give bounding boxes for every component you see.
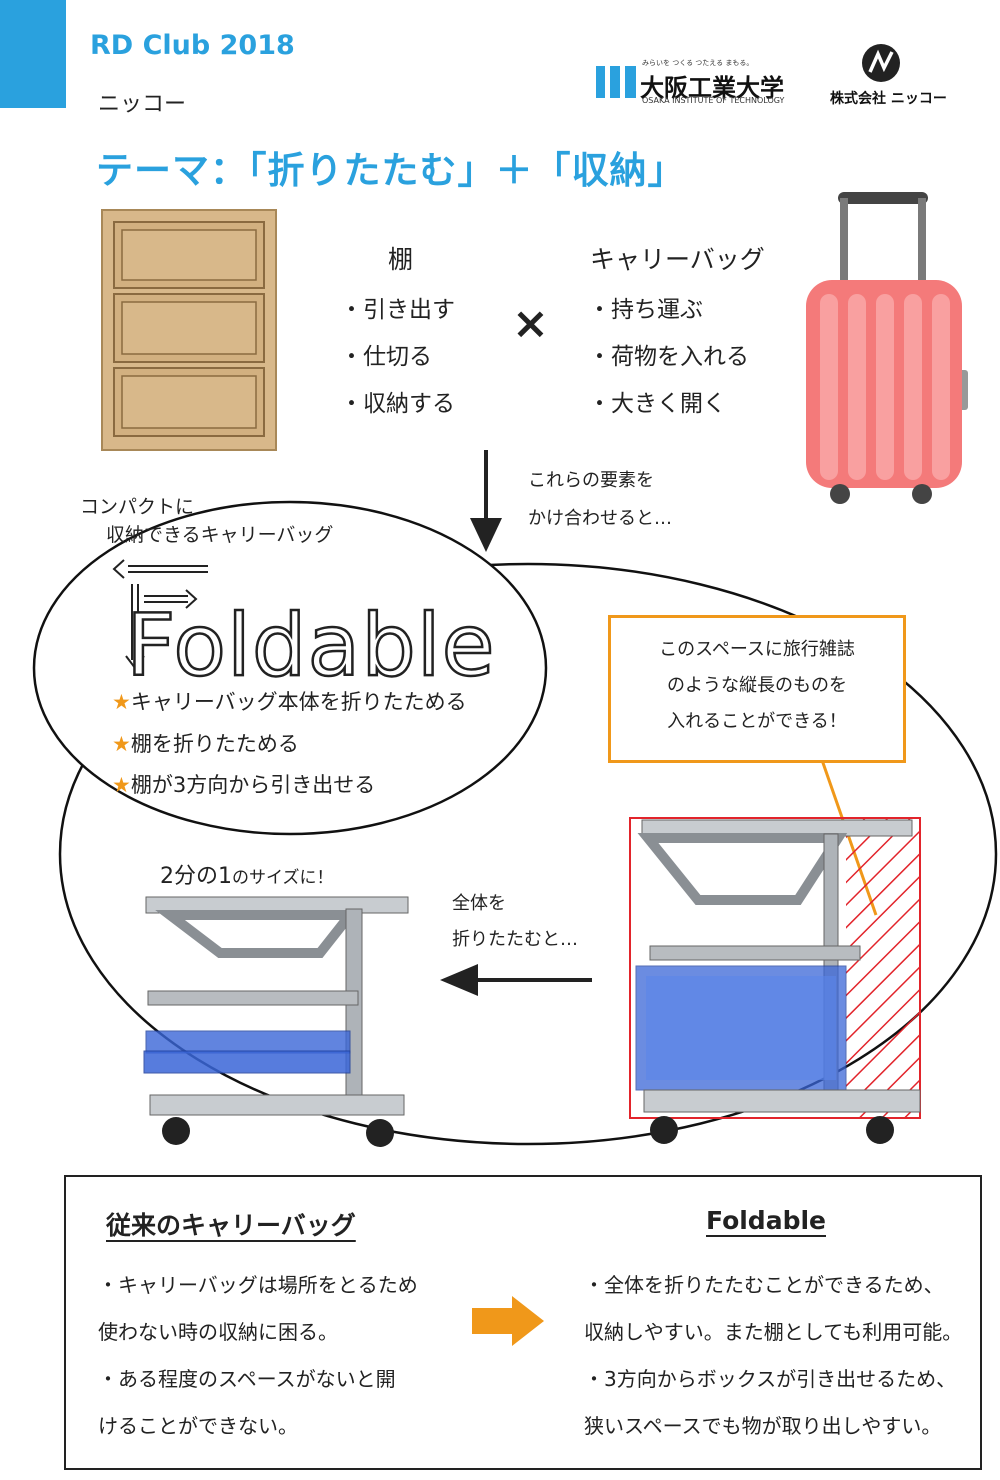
- bag-title: キャリーバッグ: [590, 245, 765, 274]
- callout-line-1: このスペースに旅行雑誌: [659, 639, 855, 660]
- combine-note-line-1: これらの要素を: [528, 470, 654, 491]
- shelf-item: ・収納する: [340, 391, 455, 417]
- theme-title: テーマ：「折りたたむ」＋「収納」: [96, 149, 686, 192]
- half-size-label: 2分の1のサイズに！: [160, 864, 334, 889]
- oit-name: 大阪工業大学: [640, 74, 784, 102]
- oit-logo: みらいを つくる つたえる まもる。 大阪工業大学 OSAKA INSTITUT…: [596, 56, 796, 108]
- down-arrow-icon: [470, 450, 502, 552]
- suitcase-illustration: [806, 192, 968, 504]
- shelf-title: 棚: [388, 245, 414, 274]
- feature-item: ★キャリーバッグ本体を折りたためる: [112, 690, 467, 714]
- combine-note-line-2: かけ合わせると…: [528, 508, 672, 529]
- comparison-box: [64, 1175, 982, 1470]
- feature-item: ★棚が3方向から引き出せる: [112, 773, 376, 797]
- catchphrase-line-2: 収納できるキャリーバッグ: [106, 524, 334, 546]
- ellipses-frame: [32, 500, 998, 1146]
- catchphrase-line-1: コンパクトに: [80, 496, 195, 518]
- callout-line-3: 入れることができる！: [667, 711, 847, 732]
- company-name: ニッコー: [98, 92, 187, 117]
- nikko-name: 株式会社 ニッコー: [830, 91, 947, 107]
- bag-item: ・大きく開く: [588, 391, 726, 417]
- club-title: RD Club 2018: [90, 30, 295, 61]
- left-arrow-icon: [440, 964, 592, 996]
- feature-item: ★棚を折りたためる: [112, 732, 299, 756]
- star-icon: ★: [112, 690, 131, 714]
- callout-line-2: のような縦長のものを: [667, 675, 847, 696]
- unfolded-cart-illustration: [629, 760, 921, 1144]
- shelf-item: ・仕切る: [340, 344, 432, 370]
- accent-bar: [0, 0, 66, 108]
- oit-tagline: みらいを つくる つたえる まもる。: [642, 59, 754, 67]
- star-icon: ★: [112, 773, 131, 797]
- bag-item: ・荷物を入れる: [588, 344, 749, 370]
- fold-note: 全体を 折りたたむと…: [452, 893, 578, 950]
- star-icon: ★: [112, 732, 131, 756]
- nikko-logo: 株式会社 ニッコー: [830, 44, 970, 110]
- foldable-arrows-icon: [112, 559, 208, 670]
- conventional-title: 従来のキャリーバッグ: [106, 1211, 356, 1240]
- shelf-illustration: [101, 209, 277, 451]
- callout-box: このスペースに旅行雑誌 のような縦長のものを 入れることができる！: [608, 615, 906, 763]
- foldable-description: ・全体を折りたたむことができるため、 収納しやすい。また棚としても利用可能。 ・…: [584, 1273, 963, 1438]
- orange-right-arrow-icon: [472, 1296, 544, 1346]
- product-name: Foldable: [125, 595, 496, 698]
- nikko-mark-icon: [862, 44, 900, 82]
- folded-cart-illustration: [143, 896, 409, 1147]
- bag-item: ・持ち運ぶ: [588, 297, 703, 323]
- oit-mark-icon: [596, 66, 636, 98]
- shelf-item: ・引き出す: [340, 297, 455, 323]
- conventional-description: ・キャリーバッグは場所をとるため 使わない時の収納に困る。 ・ある程度のスペース…: [98, 1273, 418, 1438]
- foldable-title: Foldable: [706, 1206, 826, 1235]
- oit-english-name: OSAKA INSTITUTE OF TECHNOLOGY: [642, 96, 785, 105]
- multiply-symbol: ×: [512, 298, 549, 349]
